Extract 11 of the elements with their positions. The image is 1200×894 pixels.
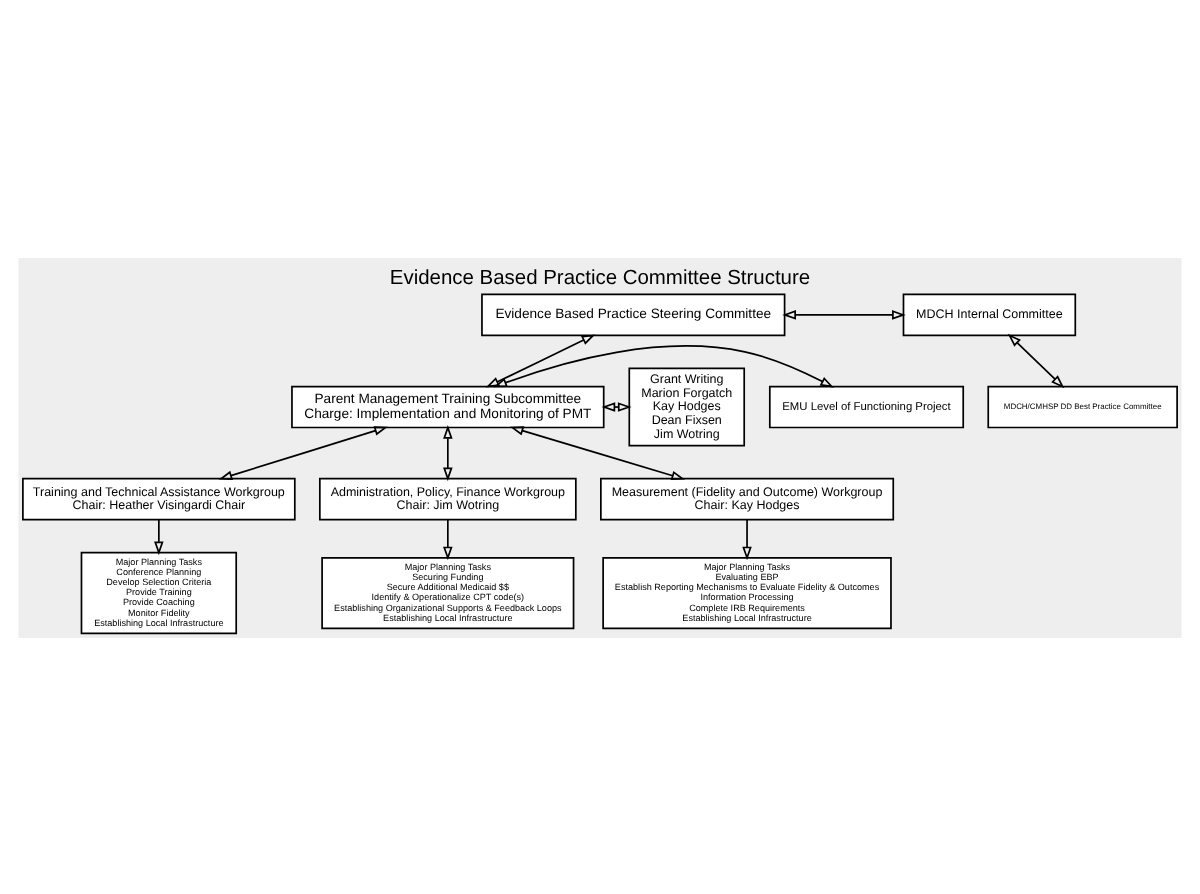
arrow (742, 517, 752, 560)
arrow (154, 517, 164, 555)
arrow (1007, 332, 1065, 388)
arrow (218, 425, 388, 479)
arrow (443, 424, 453, 481)
arrow (443, 517, 453, 560)
arrow (485, 333, 596, 387)
arrow (782, 309, 906, 319)
arrow (493, 344, 834, 387)
arrow (509, 425, 686, 480)
diagram-title: Evidence Based Practice Committee Structure (389, 266, 811, 289)
